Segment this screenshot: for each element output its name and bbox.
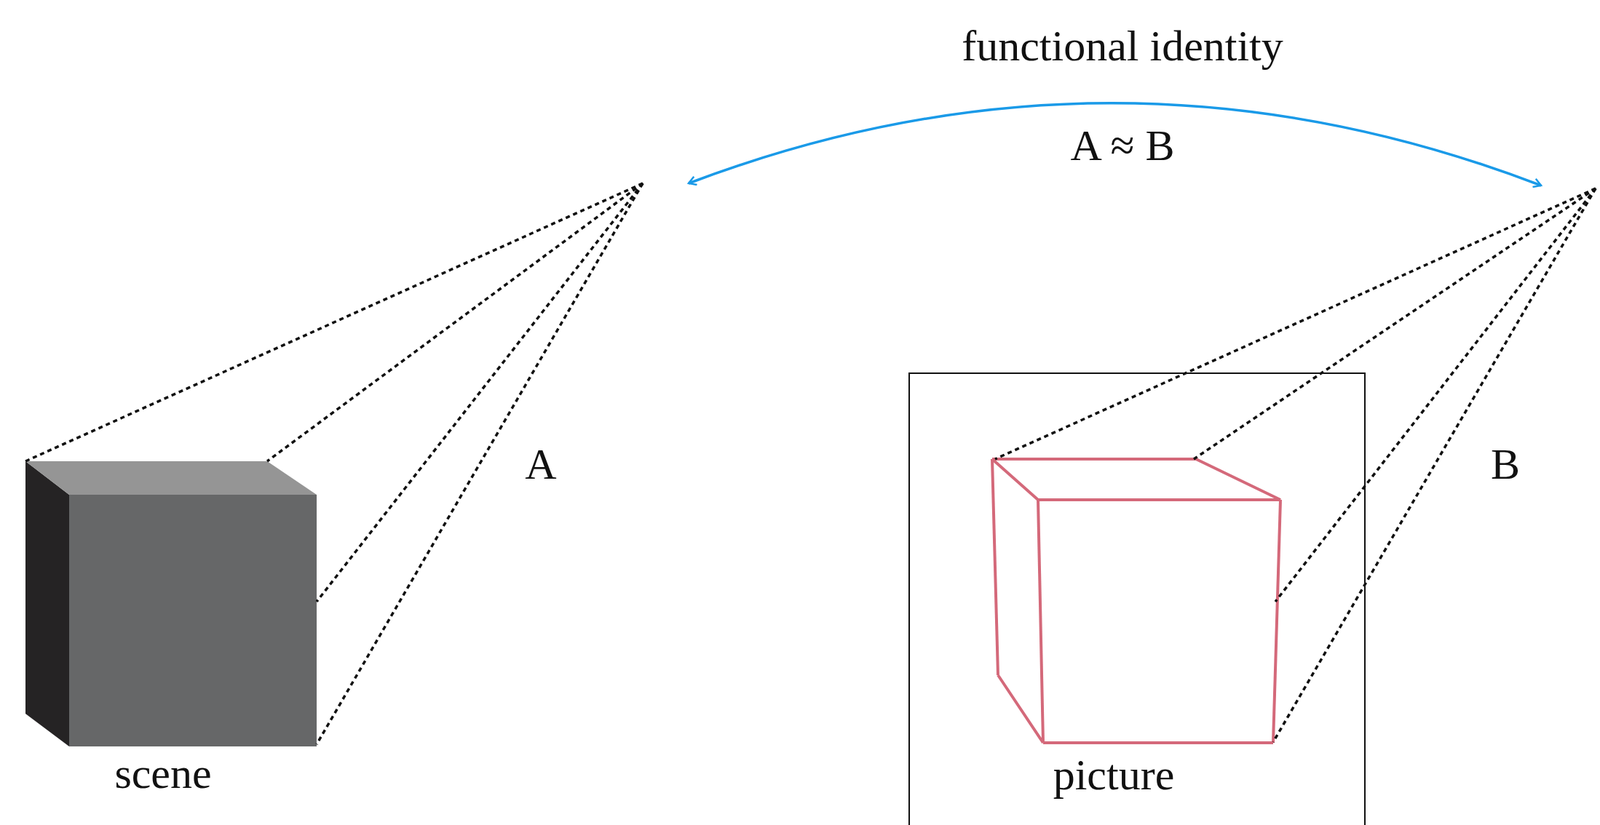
view-lines-a	[25, 183, 643, 745]
node-label: picture	[1053, 751, 1175, 800]
scene-node: scene	[25, 461, 317, 747]
view-letter: A	[524, 440, 557, 489]
scene-cube	[25, 461, 317, 747]
identity-arc	[688, 103, 1542, 186]
wireframe-cube	[992, 459, 1281, 744]
view-letter: B	[1490, 440, 1520, 489]
picture-frame: picture	[908, 372, 1366, 825]
identity-label: functional identity	[961, 21, 1284, 70]
equation-label: A ≈ B	[1070, 121, 1175, 170]
view-lines-b	[995, 188, 1596, 743]
node-label: scene	[114, 749, 212, 798]
